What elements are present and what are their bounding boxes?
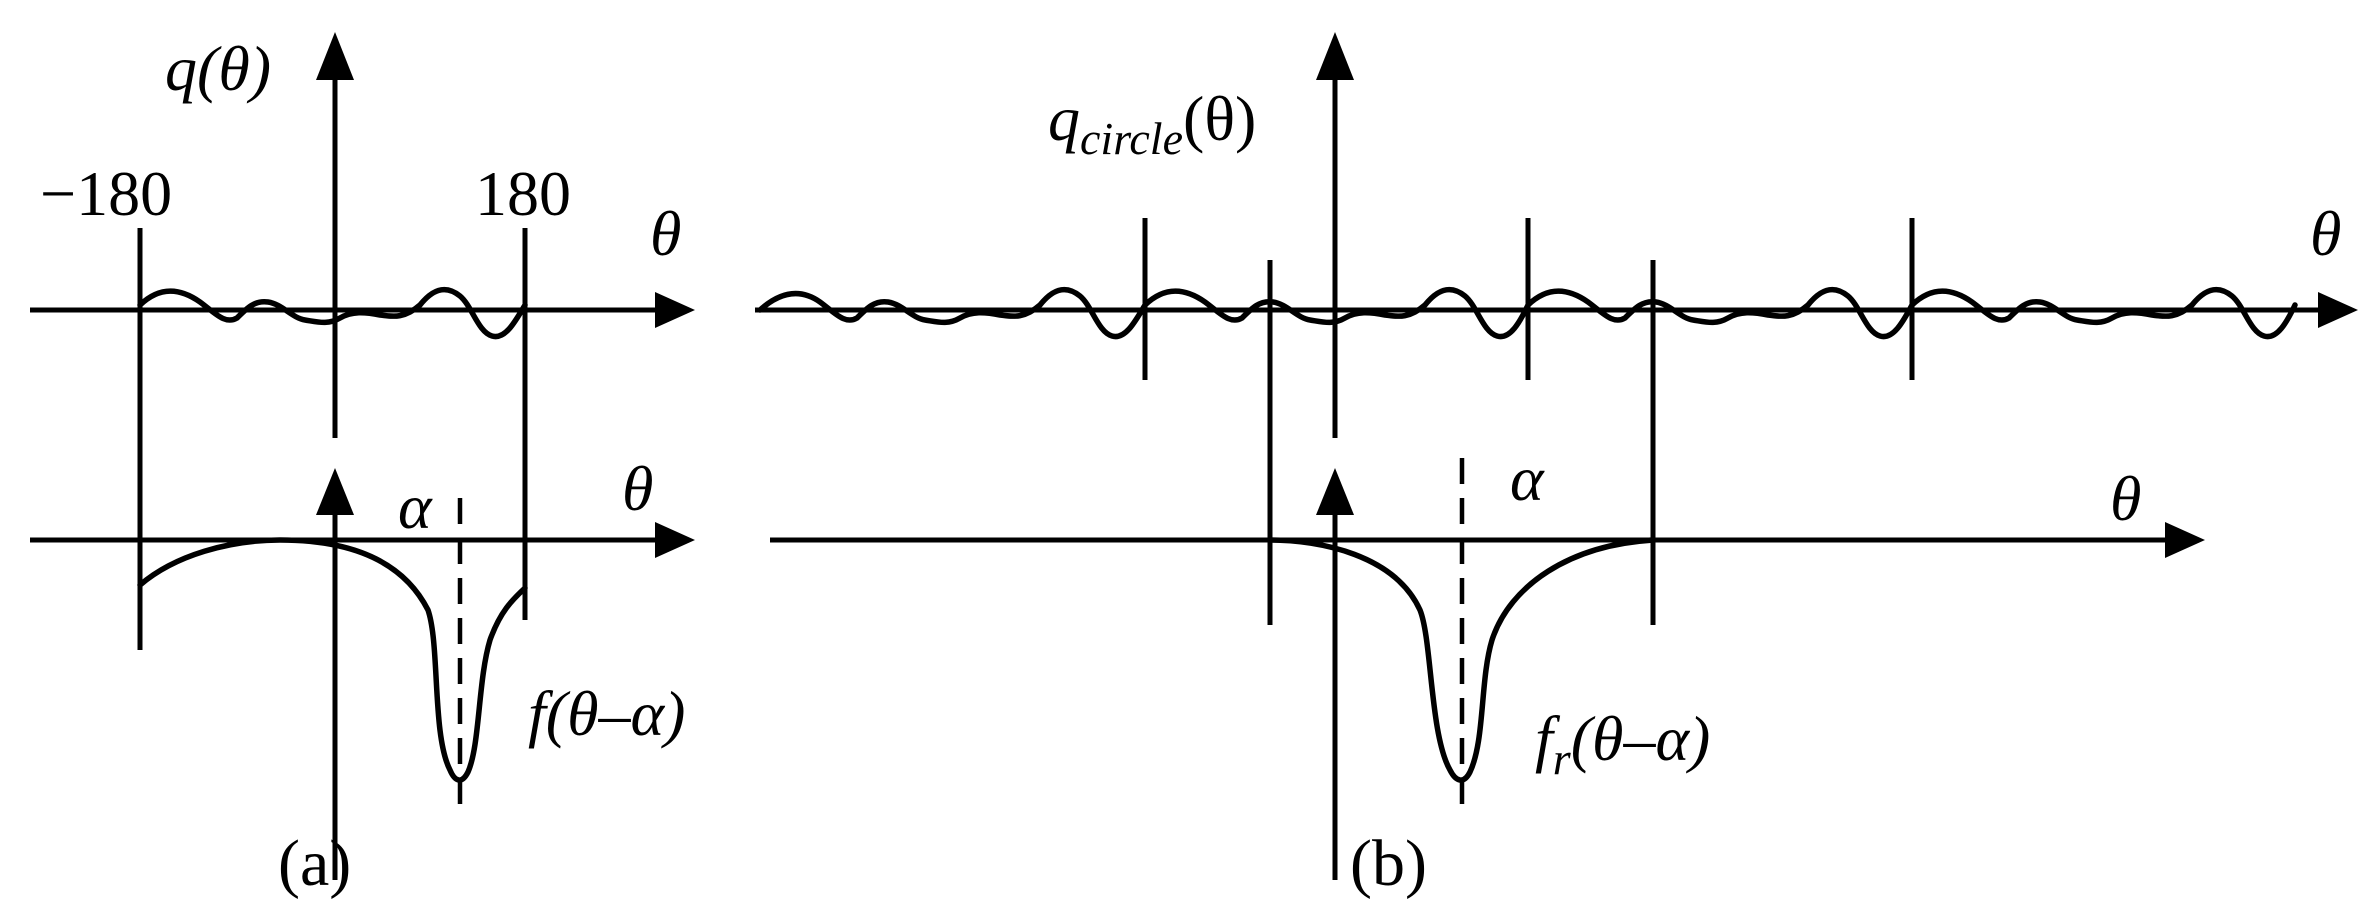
b-bottom-vertical-arrowhead bbox=[1316, 468, 1354, 515]
a-theta-top-label: θ bbox=[650, 198, 681, 269]
a-bottom-vertical-arrowhead bbox=[316, 468, 354, 515]
b-top-theta-arrowhead bbox=[2318, 292, 2358, 328]
b-qcircle-curve bbox=[757, 286, 2298, 340]
panel-b bbox=[755, 32, 2358, 880]
a-bottom-theta-arrowhead bbox=[655, 522, 695, 558]
b-qcircle-axis-label: qcircle(θ) bbox=[1048, 83, 1256, 164]
b-top-vertical-arrowhead bbox=[1316, 32, 1354, 80]
b-theta-bottom-label: θ bbox=[2110, 463, 2141, 534]
a-q-axis-label: q(θ) bbox=[165, 33, 271, 104]
a-top-theta-arrowhead bbox=[655, 292, 695, 328]
a-top-vertical-arrowhead bbox=[316, 32, 354, 80]
a-f-label: f(θ–α) bbox=[528, 678, 685, 749]
b-fr-curve bbox=[1267, 537, 1656, 783]
a-f-curve bbox=[137, 537, 528, 783]
a-tick-pos180: 180 bbox=[475, 158, 571, 229]
a-alpha-label: α bbox=[398, 471, 433, 542]
b-fr-label: fr(θ–α) bbox=[1535, 703, 1710, 784]
panel-a bbox=[30, 32, 695, 880]
b-caption: (b) bbox=[1350, 827, 1427, 900]
b-bottom-theta-arrowhead bbox=[2165, 522, 2205, 558]
a-theta-bottom-label: θ bbox=[622, 453, 653, 524]
b-alpha-label: α bbox=[1510, 443, 1545, 514]
a-caption: (a) bbox=[278, 827, 351, 900]
b-theta-top-label: θ bbox=[2310, 198, 2341, 269]
a-tick-neg180: −180 bbox=[40, 158, 172, 229]
a-q-curve bbox=[137, 286, 528, 340]
